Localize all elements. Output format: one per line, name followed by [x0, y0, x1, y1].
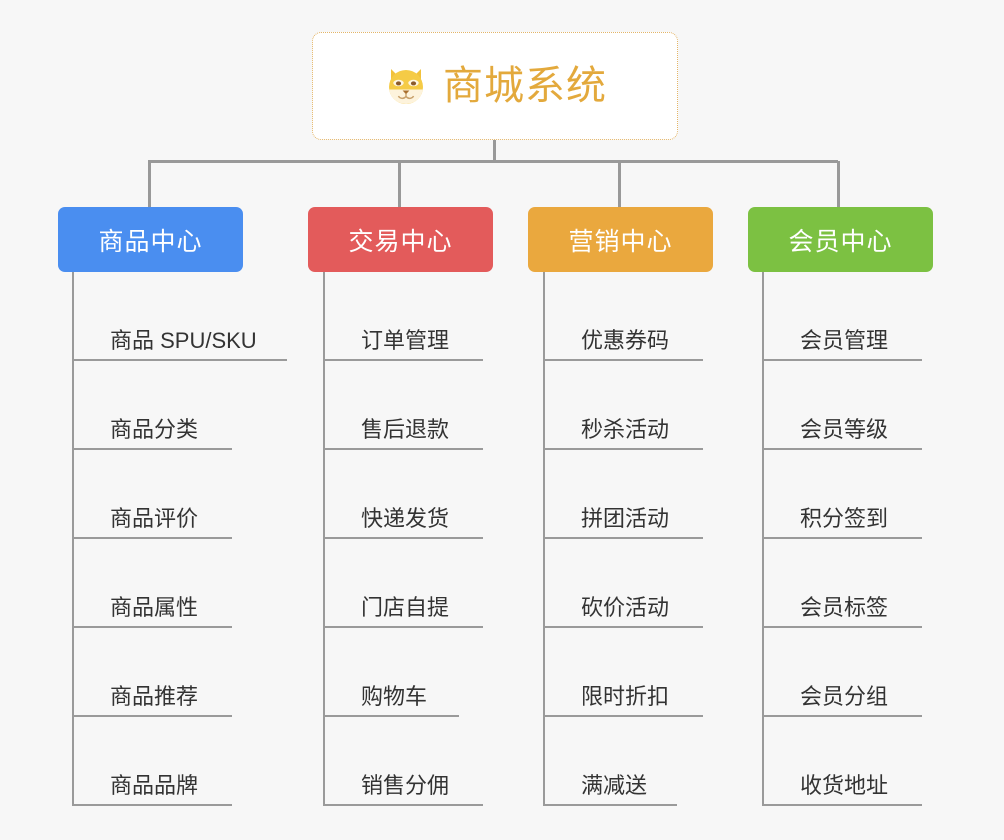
leaf-item-label: 商品品牌: [110, 773, 199, 798]
leaf-item[interactable]: 售后退款: [323, 361, 483, 450]
leaf-item[interactable]: 订单管理: [323, 272, 483, 361]
category-label: 商品中心: [98, 227, 203, 256]
leaf-column-2: 订单管理售后退款快递发货门店自提购物车销售分佣: [323, 272, 483, 806]
leaf-item-underline: [72, 537, 232, 539]
leaf-item-label: 拼团活动: [581, 506, 670, 531]
leaf-item[interactable]: 秒杀活动: [543, 361, 703, 450]
leaf-item-underline: [72, 715, 232, 717]
leaf-item-underline: [543, 804, 677, 806]
leaf-item-label: 满减送: [581, 773, 648, 798]
leaf-item[interactable]: 砍价活动: [543, 539, 703, 628]
leaf-item-underline: [72, 626, 232, 628]
root-title: 商城系统: [443, 64, 607, 108]
leaf-item[interactable]: 商品品牌: [72, 717, 257, 806]
leaf-item-label: 商品分类: [110, 417, 199, 442]
category-label: 营销中心: [568, 227, 673, 256]
category-label: 交易中心: [348, 227, 453, 256]
leaf-item[interactable]: 商品推荐: [72, 628, 257, 717]
leaf-column-4: 会员管理会员等级积分签到会员标签会员分组收货地址: [762, 272, 922, 806]
leaf-column-stem: [72, 272, 74, 806]
leaf-item-underline: [762, 715, 922, 717]
leaf-item-label: 快递发货: [361, 506, 450, 531]
leaf-column-1: 商品 SPU/SKU 商品分类商品评价商品属性商品推荐商品品牌: [72, 272, 287, 806]
leaf-column-stem: [323, 272, 325, 806]
connector-drop-4: [837, 161, 840, 207]
leaf-column-stem: [543, 272, 545, 806]
leaf-item-underline: [762, 359, 922, 361]
leaf-item-underline: [543, 626, 703, 628]
leaf-item[interactable]: 销售分佣: [323, 717, 483, 806]
leaf-item-underline: [72, 804, 232, 806]
leaf-item[interactable]: 满减送: [543, 717, 677, 806]
leaf-item[interactable]: 门店自提: [323, 539, 483, 628]
category-box-2[interactable]: 交易中心: [308, 207, 493, 272]
leaf-item[interactable]: 购物车: [323, 628, 459, 717]
leaf-item[interactable]: 限时折扣: [543, 628, 703, 717]
leaf-item-label: 订单管理: [361, 328, 450, 353]
leaf-item-label: 砍价活动: [581, 595, 670, 620]
connector-root-stem: [493, 140, 496, 162]
leaf-item-label: 商品评价: [110, 506, 199, 531]
connector-drop-3: [618, 161, 621, 207]
root-node-content: 商城系统: [383, 63, 607, 109]
leaf-item[interactable]: 会员等级: [762, 361, 922, 450]
leaf-item-underline: [323, 448, 483, 450]
leaf-item[interactable]: 商品分类: [72, 361, 257, 450]
leaf-item-label: 收货地址: [800, 773, 889, 798]
connector-drop-1: [148, 161, 151, 207]
leaf-column-stem: [762, 272, 764, 806]
leaf-item-label: 销售分佣: [361, 773, 450, 798]
leaf-item-label: 限时折扣: [581, 684, 670, 709]
category-box-1[interactable]: 商品中心: [58, 207, 243, 272]
leaf-item-underline: [543, 537, 703, 539]
leaf-item[interactable]: 拼团活动: [543, 450, 703, 539]
leaf-item[interactable]: 收货地址: [762, 717, 922, 806]
dog-face-icon: [383, 63, 429, 109]
leaf-item-label: 会员标签: [800, 595, 889, 620]
leaf-item-label: 购物车: [361, 684, 428, 709]
leaf-item[interactable]: 商品评价: [72, 450, 257, 539]
leaf-item-underline: [762, 626, 922, 628]
leaf-item-underline: [762, 537, 922, 539]
leaf-item-label: 会员等级: [800, 417, 889, 442]
leaf-item[interactable]: 优惠券码: [543, 272, 703, 361]
leaf-item-label: 商品推荐: [110, 684, 199, 709]
leaf-column-3: 优惠券码秒杀活动拼团活动砍价活动限时折扣满减送: [543, 272, 703, 806]
leaf-item[interactable]: 会员标签: [762, 539, 922, 628]
leaf-item-label: 商品 SPU/SKU: [110, 328, 257, 353]
connector-drop-2: [398, 161, 401, 207]
leaf-item-label: 售后退款: [361, 417, 450, 442]
leaf-item-underline: [762, 804, 922, 806]
leaf-item-label: 会员管理: [800, 328, 889, 353]
leaf-item[interactable]: 快递发货: [323, 450, 483, 539]
leaf-item-underline: [543, 715, 703, 717]
leaf-item-underline: [323, 537, 483, 539]
leaf-item-label: 门店自提: [361, 595, 450, 620]
category-label: 会员中心: [788, 227, 893, 256]
leaf-item-underline: [762, 448, 922, 450]
connector-horizontal-bar: [148, 160, 838, 163]
leaf-item-underline: [323, 359, 483, 361]
leaf-item-label: 积分签到: [800, 506, 889, 531]
leaf-item[interactable]: 商品 SPU/SKU: [72, 272, 287, 361]
leaf-item-label: 商品属性: [110, 595, 199, 620]
leaf-item-label: 秒杀活动: [581, 417, 670, 442]
leaf-item-underline: [543, 359, 703, 361]
leaf-item-label: 优惠券码: [581, 328, 670, 353]
leaf-item[interactable]: 会员管理: [762, 272, 922, 361]
leaf-item-underline: [323, 715, 459, 717]
leaf-item[interactable]: 积分签到: [762, 450, 922, 539]
leaf-item-underline: [72, 359, 287, 361]
leaf-item-label: 会员分组: [800, 684, 889, 709]
leaf-item-underline: [323, 626, 483, 628]
leaf-item[interactable]: 商品属性: [72, 539, 257, 628]
leaf-item-underline: [543, 448, 703, 450]
leaf-item-underline: [72, 448, 232, 450]
leaf-item[interactable]: 会员分组: [762, 628, 922, 717]
root-node-shop-system[interactable]: 商城系统: [312, 32, 678, 140]
leaf-item-underline: [323, 804, 483, 806]
category-box-3[interactable]: 营销中心: [528, 207, 713, 272]
category-box-4[interactable]: 会员中心: [748, 207, 933, 272]
